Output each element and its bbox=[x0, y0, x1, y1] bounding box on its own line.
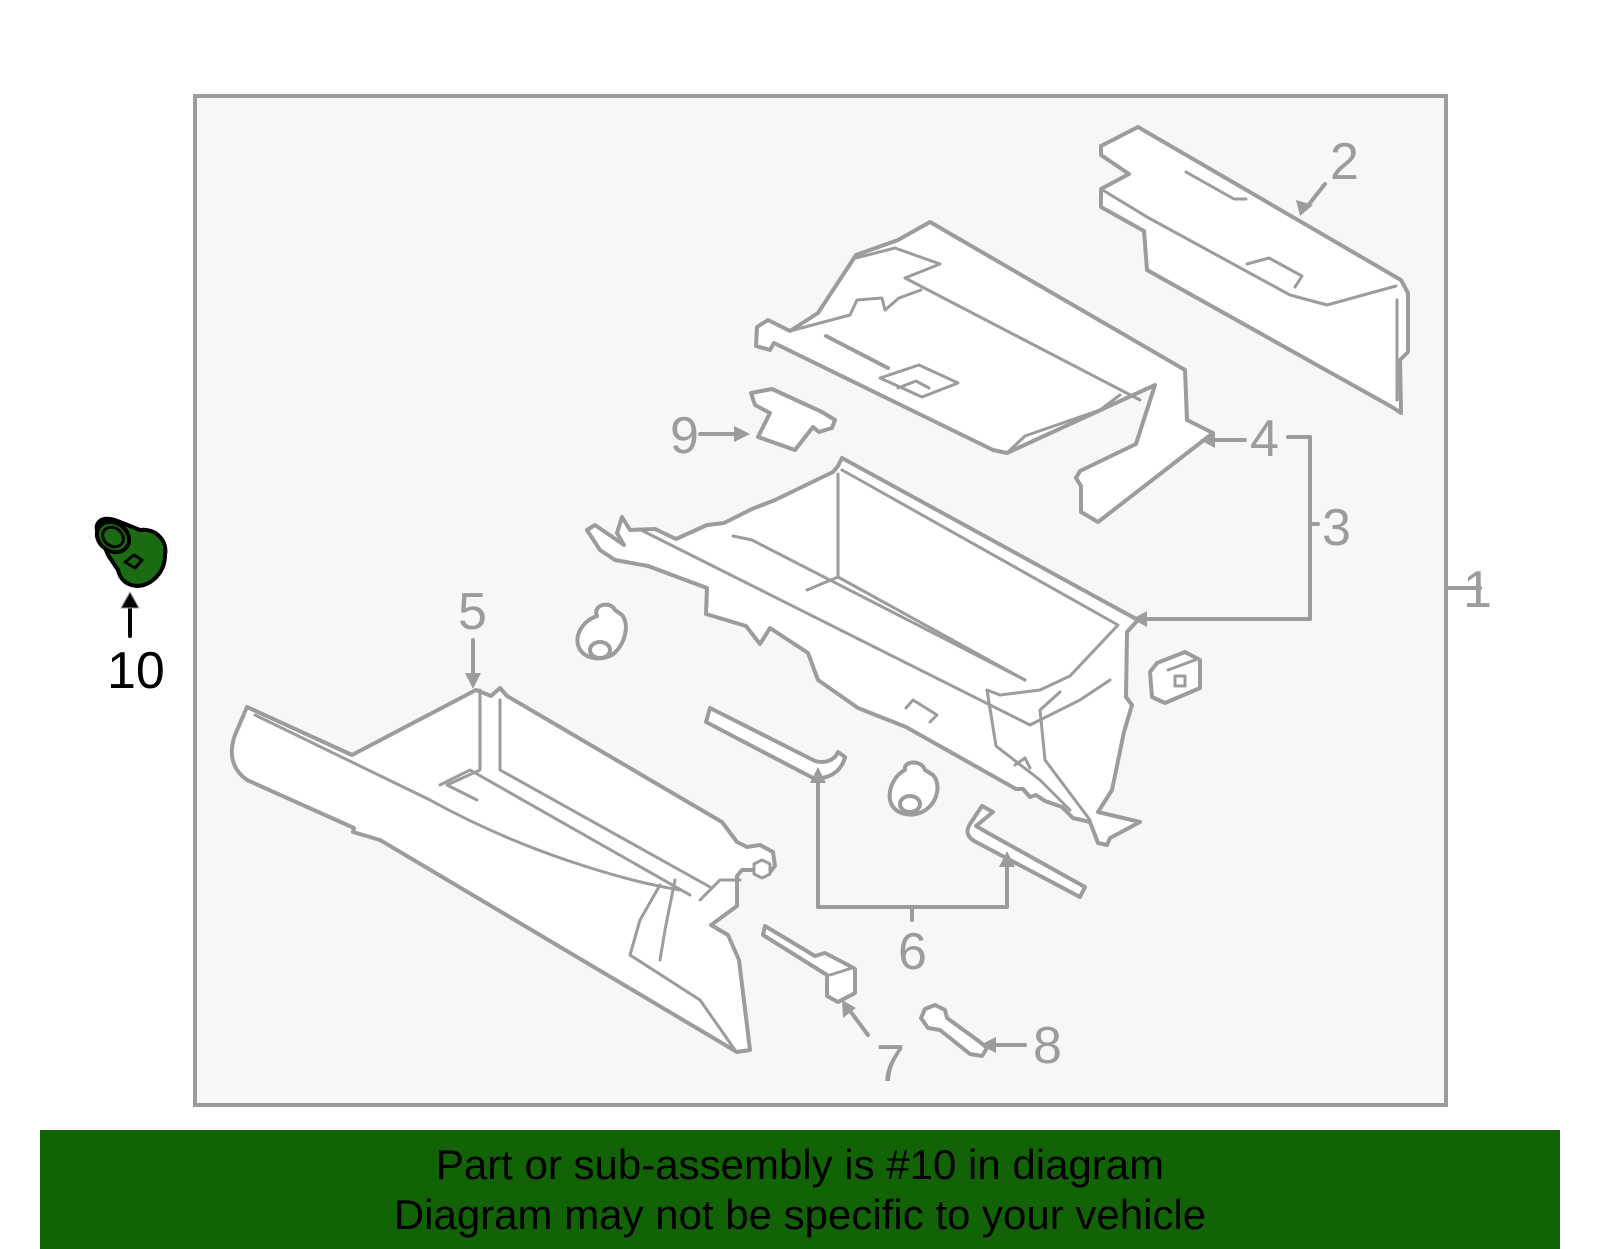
callout-10[interactable]: 10 bbox=[107, 642, 165, 700]
part-2-top-cover[interactable] bbox=[1099, 125, 1410, 415]
side-clip bbox=[1148, 650, 1202, 705]
part-3-housing[interactable] bbox=[585, 456, 1142, 847]
part-7-latch-rod[interactable] bbox=[761, 924, 857, 1004]
part-8-pivot-bolt[interactable] bbox=[919, 1003, 989, 1058]
part-9-latch-striker[interactable] bbox=[749, 387, 837, 452]
callout-8[interactable]: 8 bbox=[1033, 1017, 1062, 1075]
leader-lines bbox=[471, 182, 1482, 1047]
banner-line-disclaimer: Diagram may not be specific to your vehi… bbox=[393, 1191, 1207, 1238]
callout-3[interactable]: 3 bbox=[1322, 499, 1351, 557]
callout-4[interactable]: 4 bbox=[1250, 410, 1279, 468]
callout-5[interactable]: 5 bbox=[458, 583, 487, 641]
bumper-lower bbox=[887, 760, 940, 817]
part-10-highlighted-clip[interactable] bbox=[91, 516, 168, 588]
bumper-upper bbox=[575, 602, 628, 661]
banner-line-part-number: Part or sub-assembly is #10 in diagram bbox=[435, 1141, 1165, 1188]
leader-arrowheads bbox=[465, 200, 1313, 1053]
part-5-glove-box-door[interactable] bbox=[229, 686, 777, 1054]
callout-9[interactable]: 9 bbox=[670, 407, 699, 465]
callout-1[interactable]: 1 bbox=[1463, 561, 1492, 619]
part-10-arrow bbox=[120, 591, 140, 638]
callout-6[interactable]: 6 bbox=[898, 923, 927, 981]
part-4-shelf-bracket[interactable] bbox=[754, 220, 1215, 524]
info-banner: Part or sub-assembly is #10 in diagram D… bbox=[40, 1130, 1560, 1249]
callout-7[interactable]: 7 bbox=[876, 1035, 905, 1093]
callout-2[interactable]: 2 bbox=[1330, 133, 1359, 191]
